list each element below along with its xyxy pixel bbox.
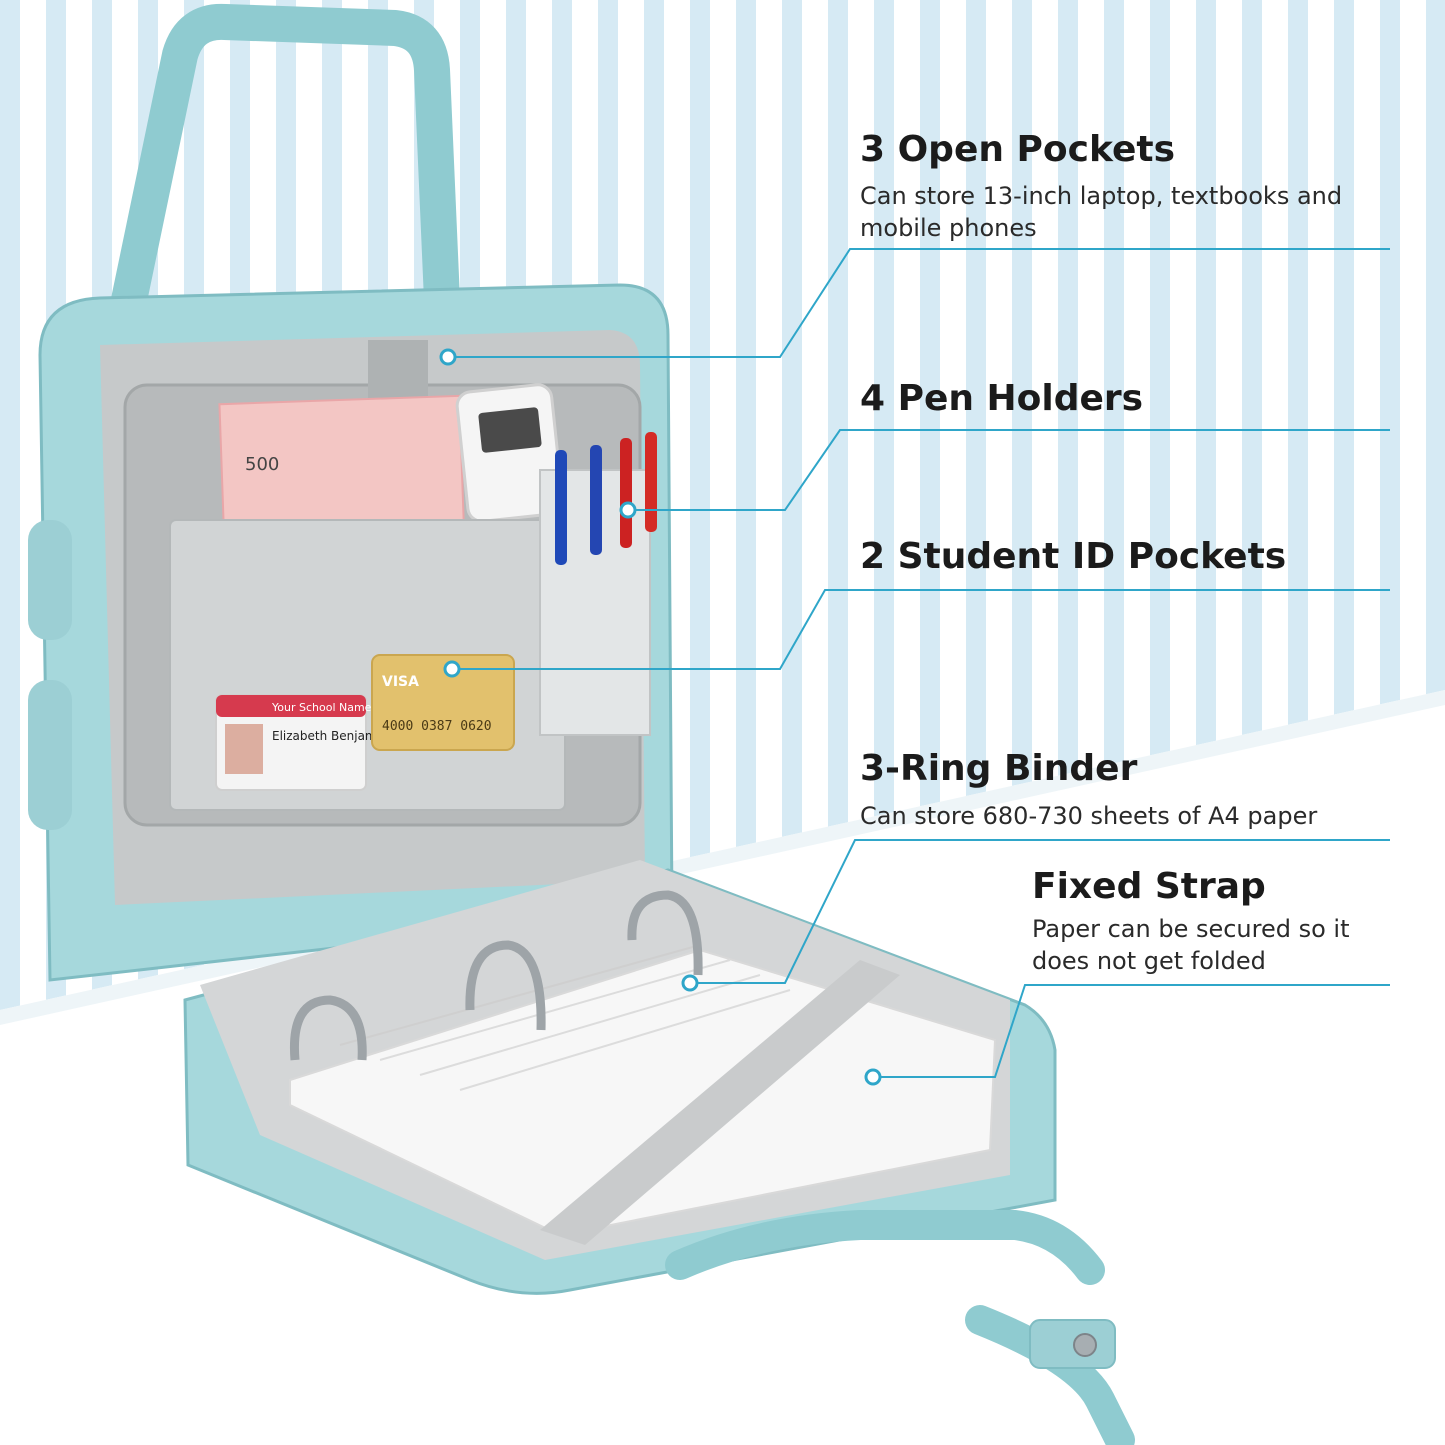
callout-dot-fixed-strap [864, 1068, 882, 1086]
side-pocket-upper [28, 520, 72, 640]
callout-line-ring-binder [690, 839, 1390, 984]
binder-ring-3 [627, 890, 703, 976]
callout-line-open-pockets [448, 248, 1390, 358]
notebook-label: 500 [245, 454, 279, 475]
snap-tab [1029, 1319, 1116, 1369]
pen-red-2 [645, 432, 657, 532]
elastic-strap [540, 960, 900, 1245]
top-handle [110, 3, 460, 309]
binder-ring-2 [465, 940, 546, 1031]
binder-ring-1 [289, 995, 367, 1061]
bank-card [371, 654, 515, 751]
feature-title-pen-holders: 4 Pen Holders [860, 378, 1144, 419]
snap-button [1073, 1333, 1097, 1357]
callout-dot-open-pockets [439, 348, 457, 366]
pen-blue-1 [555, 450, 567, 565]
calculator-screen [478, 407, 542, 453]
feature-title-fixed-strap: Fixed Strap [1032, 866, 1266, 907]
side-pocket-lower [28, 680, 72, 830]
id-card-school: Your School Name [271, 701, 372, 714]
callout-dot-ring-binder [681, 974, 699, 992]
feature-title-ring-binder: 3-Ring Binder [860, 748, 1138, 789]
id-card-name: Elizabeth Benjamin [272, 729, 388, 743]
bank-card-number: 4000 0387 0620 [382, 719, 492, 734]
feature-title-open-pockets: 3 Open Pockets [860, 129, 1176, 170]
feature-title-id-pockets: 2 Student ID Pockets [860, 536, 1287, 577]
id-card-header [216, 695, 366, 717]
callout-line-pen-holders [628, 429, 1390, 511]
pen-red-1 [620, 438, 632, 548]
callout-dot-pen-holders [619, 501, 637, 519]
bank-card-brand: VISA [382, 674, 419, 690]
feature-desc-open-pockets: Can store 13-inch laptop, textbooks and … [860, 182, 1343, 242]
callout-line-fixed-strap [873, 984, 1390, 1078]
callout-line-id-pockets [452, 589, 1390, 670]
feature-desc-ring-binder: Can store 680-730 sheets of A4 paper [860, 802, 1318, 830]
feature-desc-fixed-strap: Paper can be secured so it does not get … [1032, 915, 1350, 975]
callout-dot-id-pockets [443, 660, 461, 678]
bottom-handle [665, 1210, 1105, 1285]
pen-blue-2 [590, 445, 602, 555]
id-card-photo [225, 724, 263, 774]
